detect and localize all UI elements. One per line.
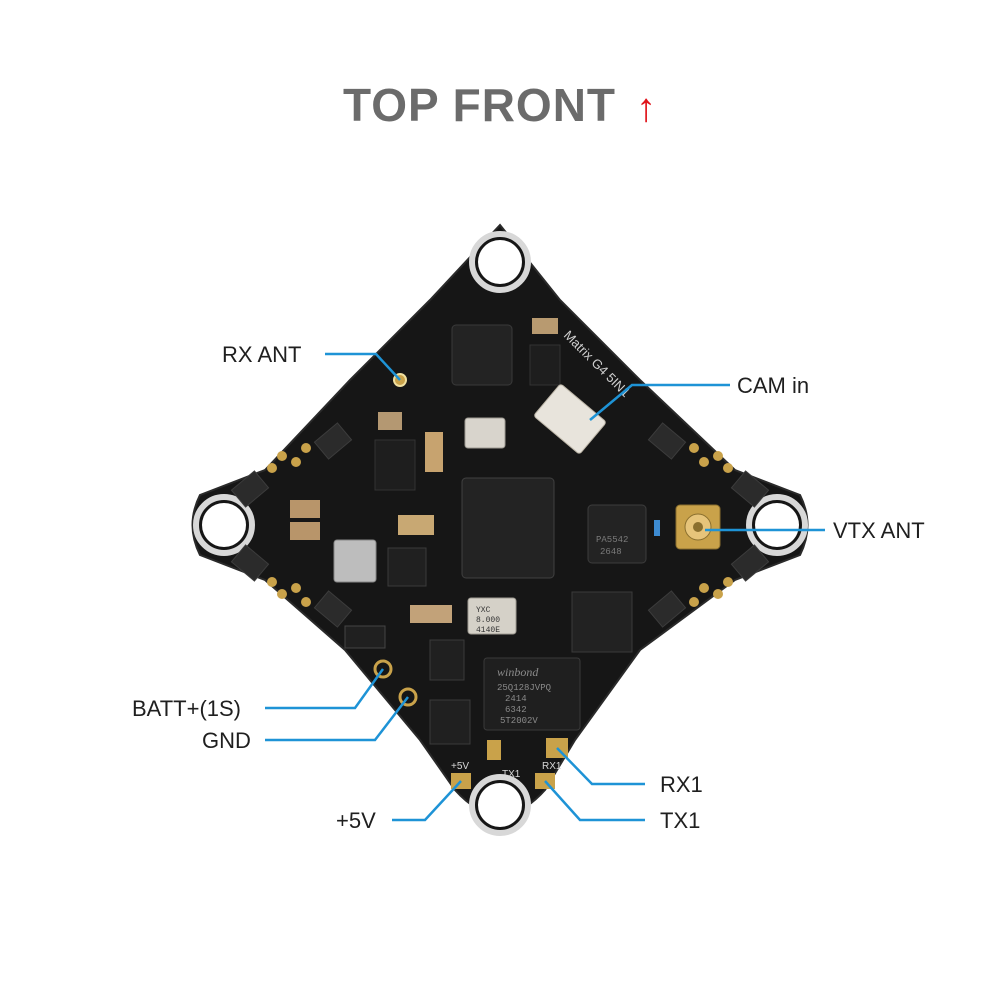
crystal-text2: 8.000 — [476, 616, 500, 625]
vtx-chip — [587, 504, 647, 564]
flash-line3: 6342 — [505, 705, 527, 715]
vtx-chip-line2: 2648 — [600, 547, 622, 557]
esc-mosfets — [230, 422, 770, 628]
motor-pads — [267, 443, 733, 607]
top-component — [532, 318, 558, 334]
leader-5v — [392, 780, 462, 822]
label-batt: BATT+(1S) — [132, 696, 242, 721]
leader-batt — [265, 668, 385, 710]
capacitor-2 — [378, 412, 402, 430]
label-tx1: TX1 — [660, 808, 701, 833]
leader-rx-ant — [325, 352, 401, 381]
flash-chip — [483, 657, 581, 731]
page-title: TOP FRONT ↑ — [0, 78, 1000, 132]
up-arrow-icon: ↑ — [636, 86, 658, 130]
flash-brand: winbond — [497, 665, 539, 679]
crystal-top — [464, 417, 506, 449]
mcu-chip — [461, 477, 555, 579]
label-gnd: GND — [202, 728, 251, 753]
capacitor-4 — [290, 522, 320, 540]
label-vtx-ant: VTX ANT — [833, 518, 925, 543]
pad-label-tx1: TX1 — [502, 769, 521, 780]
regulator-chip — [374, 439, 416, 491]
capacitor-6 — [410, 605, 452, 623]
label-5v: +5V — [336, 808, 376, 833]
capacitor-1 — [425, 432, 443, 472]
gyro-chip — [387, 547, 427, 587]
vtx-chip-line1: PA5542 — [596, 535, 628, 545]
top-component-2 — [529, 344, 561, 386]
flash-line1: 25Q128JVPQ — [497, 683, 551, 693]
leader-tx1 — [544, 780, 645, 822]
crystal-text3: 4140E — [476, 626, 500, 635]
label-rx1: RX1 — [660, 772, 703, 797]
blue-led — [654, 520, 660, 536]
capacitor-5 — [398, 515, 434, 535]
flash-line2: 2414 — [505, 694, 527, 704]
left-bottom-chip-2 — [429, 699, 471, 745]
mounting-holes — [193, 231, 808, 836]
receiver-chip — [451, 324, 513, 386]
crystal-bottom — [467, 597, 517, 635]
capacitor-3 — [290, 500, 320, 518]
pad-label-5v: +5V — [451, 761, 469, 772]
leader-cam-in — [589, 383, 730, 421]
resistor-r001 — [344, 625, 386, 649]
left-bottom-chip — [429, 639, 465, 681]
label-rx-ant: RX ANT — [222, 342, 302, 367]
osd-chip — [571, 591, 633, 653]
flash-line4: 5T2002V — [500, 716, 538, 726]
inductor — [333, 539, 377, 583]
title-text: TOP FRONT — [342, 79, 617, 131]
label-cam-in: CAM in — [737, 373, 810, 398]
leader-gnd — [265, 696, 409, 742]
camera-connector — [534, 384, 606, 454]
pad-tx1 — [487, 740, 501, 760]
leader-rx1 — [556, 747, 645, 786]
pad-label-rx1: RX1 — [542, 761, 562, 772]
leader-lines — [265, 352, 825, 822]
crystal-text1: YXC — [476, 606, 491, 615]
